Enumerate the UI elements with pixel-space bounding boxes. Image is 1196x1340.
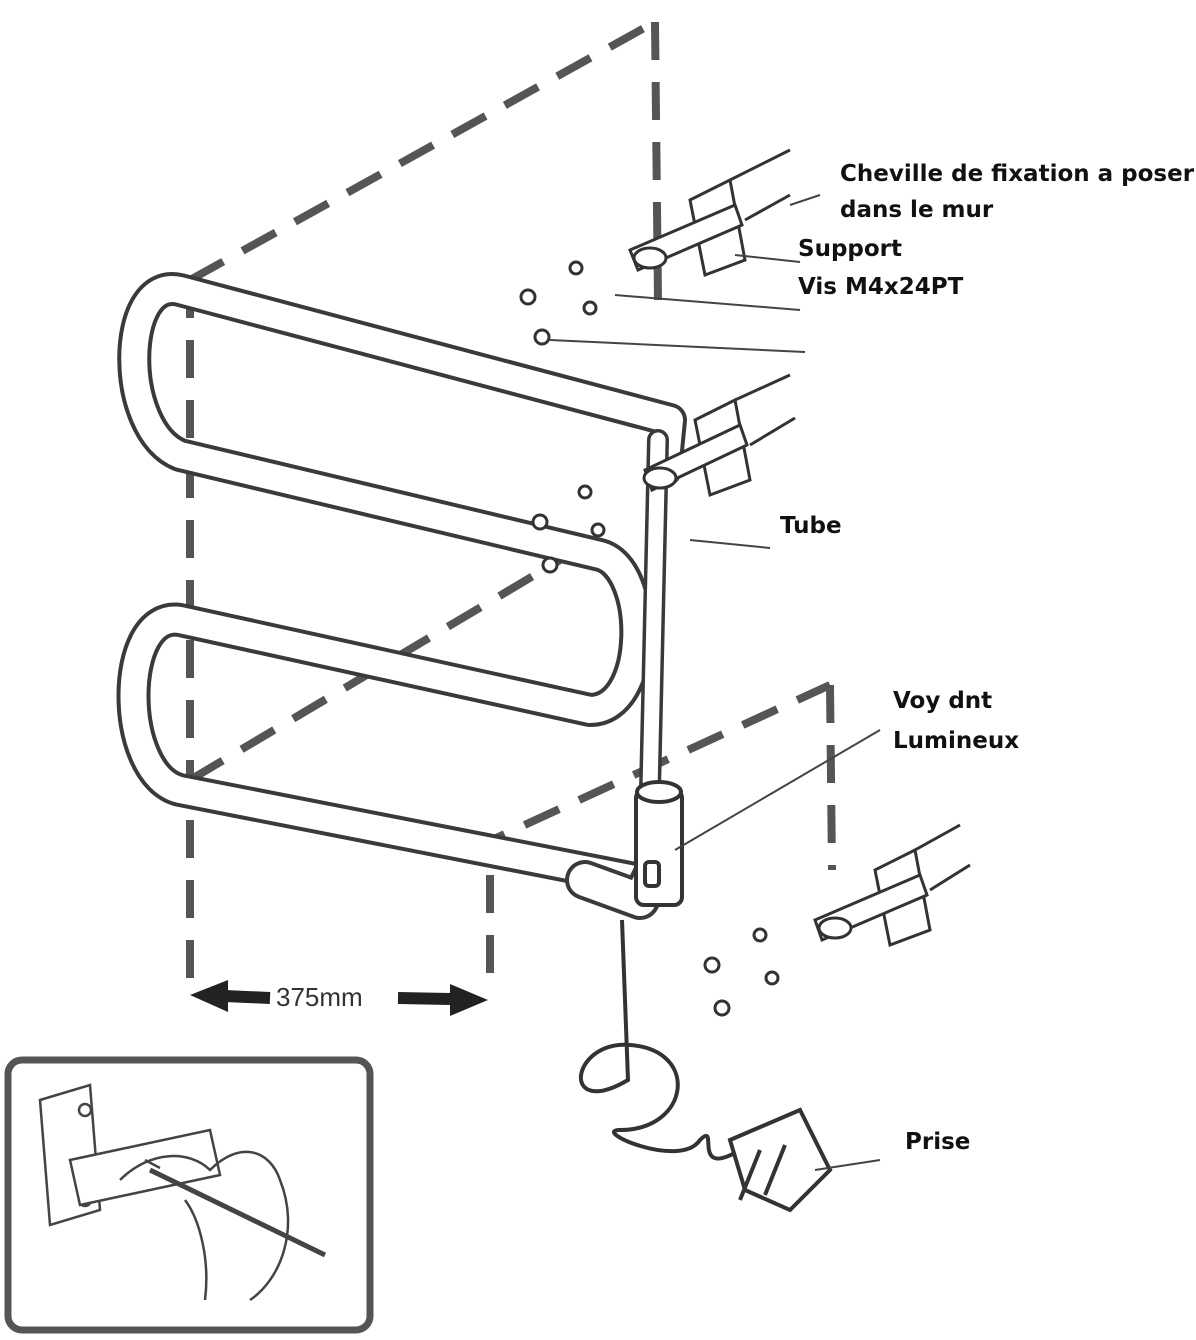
indicator-light-housing <box>634 780 684 907</box>
width-dimension-label: 375mm <box>274 982 365 1013</box>
voyant-label-line1: Voy dnt <box>893 688 993 714</box>
tube-label: Tube <box>780 513 842 539</box>
power-cord <box>578 919 742 1161</box>
indicator-lamp-icon <box>643 860 661 888</box>
wall-support-bottom <box>813 823 971 948</box>
prise-label: Prise <box>905 1129 971 1155</box>
cheville-label-line2: dans le mur <box>840 197 994 223</box>
width-dimension-arrow <box>190 980 488 1016</box>
cheville-label-line1: Cheville de fixation a poser <box>840 161 1195 187</box>
voyant-label-line2: Lumineux <box>893 728 1020 754</box>
inset-bracket-icon <box>38 1083 222 1227</box>
support-label: Support <box>798 236 903 262</box>
inset-hand-pencil-icon <box>119 1150 327 1302</box>
inset-detail-panel <box>4 1056 374 1334</box>
towel-rail-tube <box>116 272 687 920</box>
vis-label: Vis M4x24PT <box>798 274 964 300</box>
wall-support-middle <box>642 373 796 498</box>
screws-and-washers <box>519 260 780 1017</box>
wall-support-top <box>628 148 791 278</box>
plug-icon <box>727 1107 833 1213</box>
leader-lines <box>549 194 881 1171</box>
